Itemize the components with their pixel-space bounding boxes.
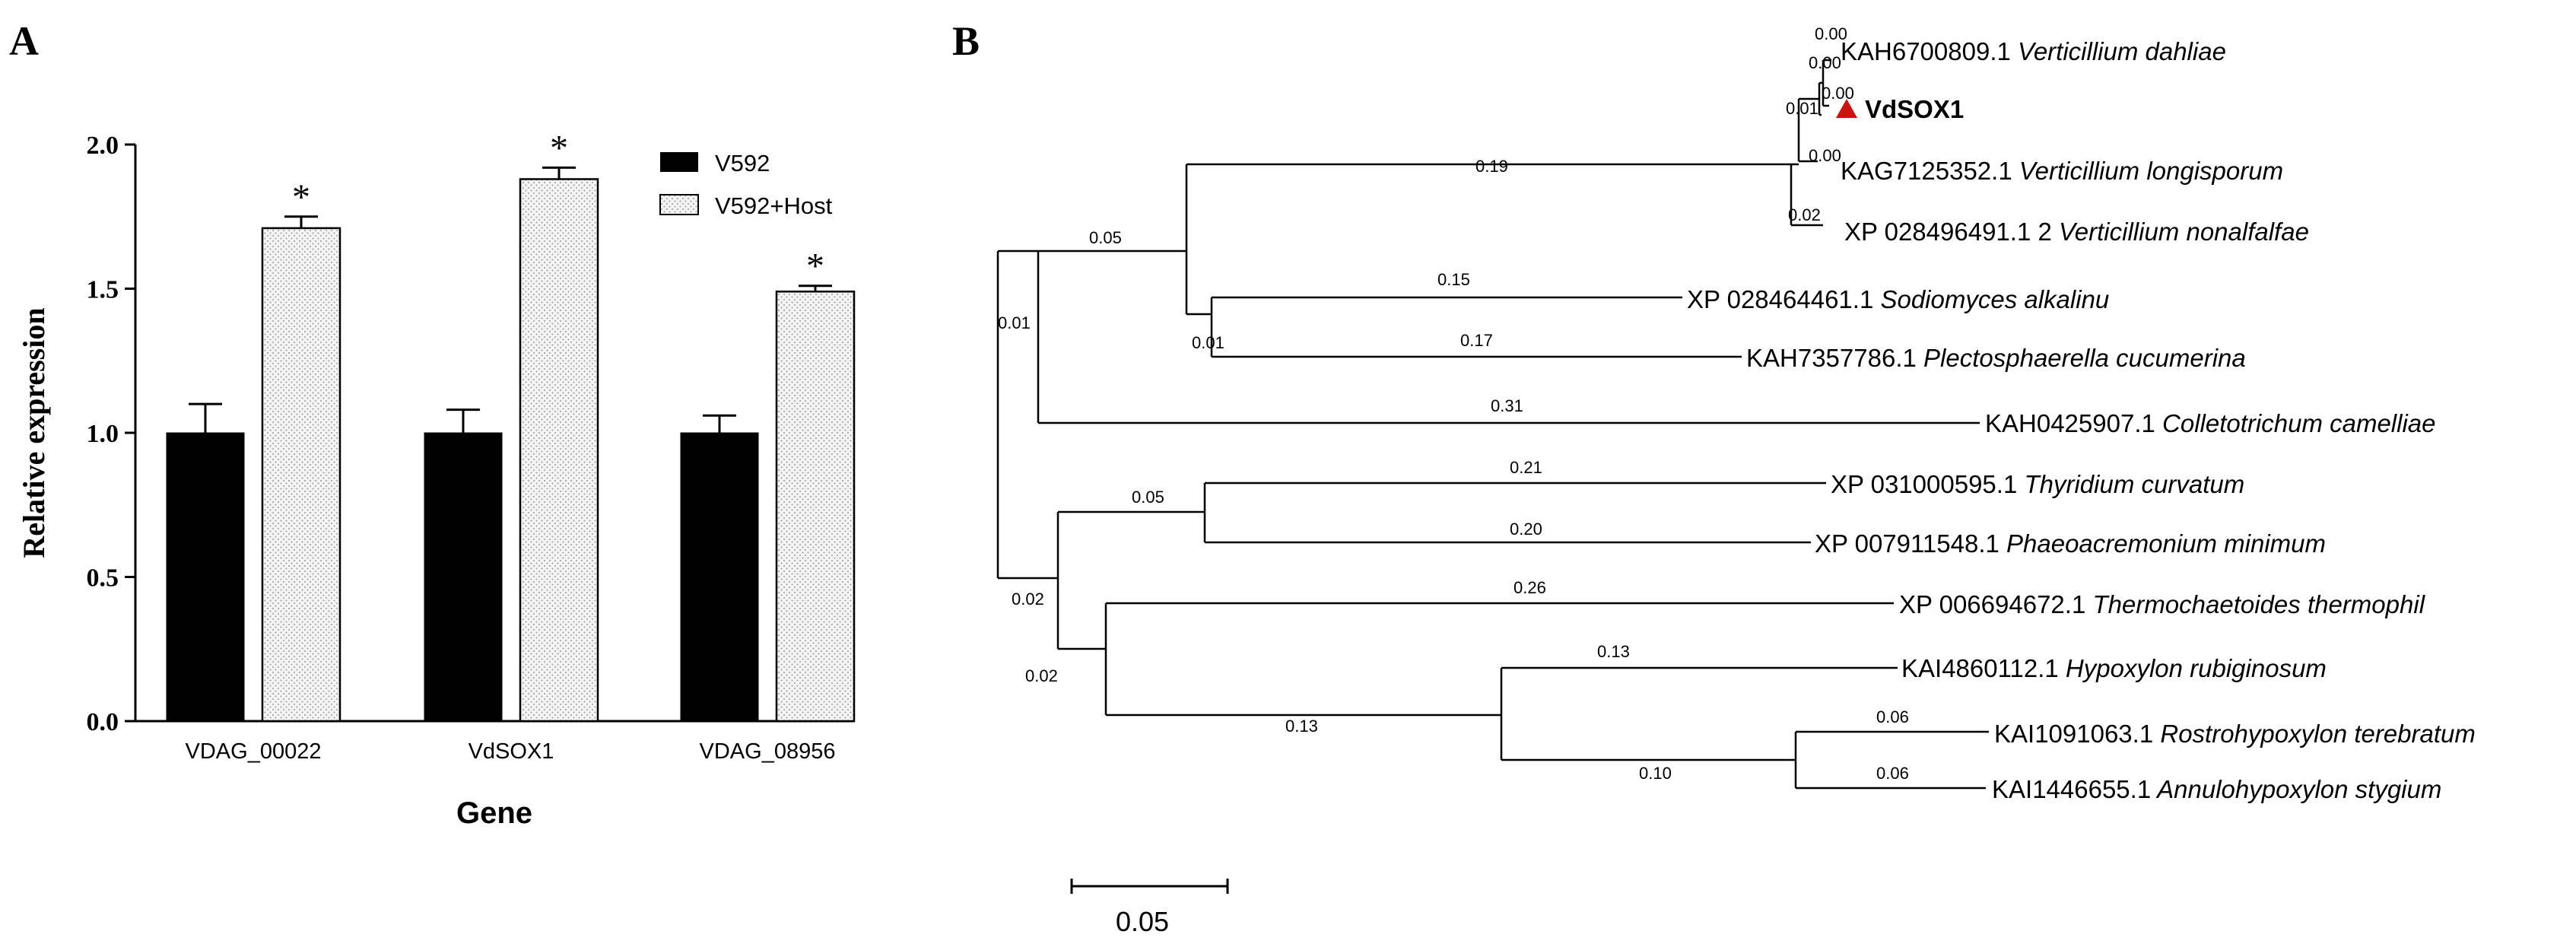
taxon-label: XP 028464461.1 Sodiomyces alkalinu [1687, 285, 2109, 313]
taxon-species: Hypoxylon rubiginosum [2059, 654, 2327, 682]
x-tick-label: VDAG_08956 [700, 739, 836, 764]
significance-marker: * [292, 177, 310, 218]
taxon-accession: XP 007911548.1 [1815, 529, 1999, 558]
legend-label-v592: V592 [715, 150, 770, 176]
branch-length-label: 0.00 [1822, 84, 1854, 103]
taxon-accession: XP 028464461.1 [1687, 285, 1873, 313]
taxon-accession: KAI1446655.1 [1992, 775, 2151, 803]
branch-length-label: 0.02 [1025, 666, 1058, 685]
branch-length-label: 0.05 [1089, 228, 1122, 247]
branch-length-label: 0.01 [998, 313, 1031, 332]
taxon-label: VdSOX1 [1865, 95, 1964, 123]
bar [424, 432, 503, 722]
x-tick-label: VDAG_00022 [186, 739, 322, 764]
bar [680, 432, 759, 722]
taxon-label: KAH0425907.1 Colletotrichum camelliae [1985, 409, 2436, 437]
x-tick-label: VdSOX1 [469, 739, 554, 764]
taxon-species: Thermochaetoides thermophil [2085, 590, 2425, 618]
taxon-label: KAI1091063.1 Rostrohypoxylon terebratum [1994, 720, 2476, 748]
panel-a-label: A [9, 18, 39, 64]
taxon-species: Verticillium longisporum [2012, 157, 2283, 185]
y-tick-label: 2.0 [87, 132, 119, 160]
branch-length-label: 0.21 [1510, 458, 1542, 477]
taxon-species: Verticillium nonalfalfae [2052, 218, 2309, 246]
bar-chart: Relative expression Gene V592 V592+Host … [17, 128, 856, 830]
branch-length-label: 0.31 [1491, 396, 1523, 415]
branch-length-label: 0.02 [1788, 205, 1821, 224]
branch-length-label: 0.00 [1809, 53, 1841, 72]
y-axis-title: Relative expression [17, 307, 51, 558]
branch-length-label: 0.20 [1510, 520, 1542, 539]
panel-b-label: B [952, 18, 980, 64]
branch-length-label: 0.13 [1597, 642, 1630, 661]
bar [166, 432, 245, 722]
taxon-accession: KAG7125352.1 [1841, 157, 2012, 185]
taxon-accession: XP 006694672.1 [1899, 590, 2085, 618]
branch-length-label: 0.05 [1132, 488, 1164, 507]
taxon-label: KAI1446655.1 Annulohypoxylon stygium [1992, 775, 2441, 803]
taxon-accession: KAH0425907.1 [1985, 409, 2155, 437]
taxon-label: KAG7125352.1 Verticillium longisporum [1841, 157, 2283, 185]
branch-length-label: 0.01 [1786, 99, 1818, 118]
taxon-species: Verticillium dahliae [2011, 37, 2226, 65]
branch-length-label: 0.10 [1639, 764, 1672, 783]
bar [261, 227, 341, 723]
legend-label-v592-host: V592+Host [715, 192, 833, 219]
y-tick-label: 0.0 [87, 708, 119, 736]
taxon-accession: KAH6700809.1 [1841, 37, 2011, 65]
significance-marker: * [806, 246, 824, 287]
highlight-triangle-marker [1836, 99, 1857, 118]
taxon-accession: KAH7357786.1 [1746, 344, 1917, 372]
y-tick-label: 0.5 [87, 564, 119, 593]
branch-length-label: 0.17 [1460, 331, 1493, 350]
branch-length-label: 0.19 [1475, 157, 1508, 176]
taxon-species: Colletotrichum camelliae [2155, 409, 2436, 437]
taxon-label: XP 028496491.1 2 Verticillium nonalfalfa… [1844, 218, 2309, 246]
y-tick-label: 1.0 [87, 420, 119, 448]
branch-length-label: 0.13 [1285, 717, 1318, 736]
significance-marker: * [550, 128, 568, 168]
branch-length-label: 0.01 [1192, 333, 1224, 352]
bar [519, 178, 599, 723]
taxon-label: XP 031000595.1 Thyridium curvatum [1831, 470, 2244, 498]
taxon-accession: XP 031000595.1 [1831, 470, 2017, 498]
taxon-species: Plectosphaerella cucumerina [1917, 344, 2246, 372]
branch-length-label: 0.15 [1437, 270, 1470, 289]
taxon-species: Annulohypoxylon stygium [2151, 775, 2441, 803]
y-tick-label: 1.5 [87, 276, 119, 304]
taxon-accession: KAI1091063.1 [1994, 720, 2153, 748]
taxon-label: KAH7357786.1 Plectosphaerella cucumerina [1746, 344, 2246, 372]
taxon-species: Phaeoacremonium minimum [1999, 529, 2326, 558]
branch-length-label: 0.06 [1876, 707, 1909, 726]
branch-length-label: 0.00 [1809, 146, 1841, 165]
branch-length-label: 0.00 [1815, 24, 1847, 43]
taxon-label: KAI4860112.1 Hypoxylon rubiginosum [1901, 654, 2327, 682]
branch-length-label: 0.06 [1876, 764, 1909, 783]
branch-length-label: 0.26 [1514, 578, 1546, 597]
taxon-label: XP 007911548.1 Phaeoacremonium minimum [1815, 529, 2326, 558]
taxon-accession: KAI4860112.1 [1901, 654, 2059, 682]
taxon-species: Sodiomyces alkalinu [1873, 285, 2109, 313]
legend-swatch-v592 [660, 152, 698, 172]
taxon-accession: XP 028496491.1 2 [1844, 218, 2052, 246]
x-axis-title: Gene [456, 796, 532, 830]
branch-length-label: 0.02 [1012, 590, 1044, 609]
taxon-species: Rostrohypoxylon terebratum [2153, 720, 2476, 748]
scale-bar-label: 0.05 [1116, 906, 1169, 937]
bar [775, 291, 856, 723]
taxon-label: XP 006694672.1 Thermochaetoides thermoph… [1899, 590, 2426, 618]
legend-swatch-v592-host [659, 194, 699, 215]
taxon-accession: VdSOX1 [1865, 95, 1964, 123]
phylogenetic-tree: KAH6700809.1 Verticillium dahliaeVdSOX1K… [996, 24, 2476, 937]
legend: V592 V592+Host [659, 150, 833, 219]
taxon-species: Thyridium curvatum [2017, 470, 2244, 498]
taxon-label: KAH6700809.1 Verticillium dahliae [1841, 37, 2226, 65]
